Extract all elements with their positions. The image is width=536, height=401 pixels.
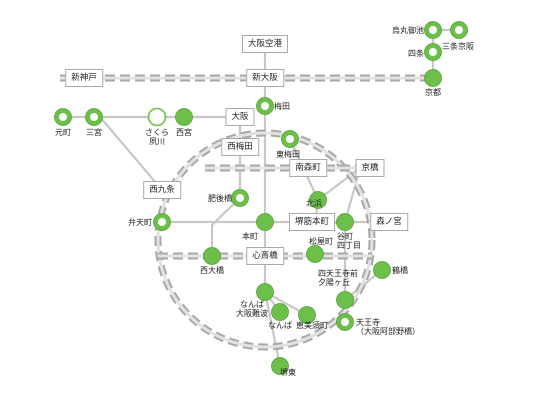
label-higashi-umeda: 東梅田 xyxy=(276,150,300,159)
station-honmachi-marker[interactable] xyxy=(256,213,274,231)
station-bentencho-marker-inner xyxy=(158,218,166,226)
label-honmachi: 本町 xyxy=(242,232,258,241)
label-sannomiya: 三宮 xyxy=(86,128,102,137)
station-tanimachi-marker[interactable] xyxy=(336,213,354,231)
station-tennoji-mae-marker[interactable] xyxy=(336,291,354,309)
label-tennoji-mae: 四天王寺前 夕陽ヶ丘 xyxy=(318,269,358,287)
label-umeda: 梅田 xyxy=(274,102,290,111)
station-ebisucho-marker[interactable] xyxy=(298,306,316,324)
station-sanjo-keihan-marker-inner xyxy=(455,26,463,34)
label-motomachi: 元町 xyxy=(55,128,71,137)
station-umeda-marker-inner xyxy=(261,102,269,110)
label-sakaihigashi: 堺東 xyxy=(280,368,296,377)
label-tanimachi: 谷町 四丁目 xyxy=(337,232,361,250)
label-nishinomiya: 西宮 xyxy=(176,128,192,137)
station-matsuyamachi-marker[interactable] xyxy=(306,245,324,263)
label-matsuyamachi: 松屋町 xyxy=(309,237,333,246)
station-kyoto-marker[interactable] xyxy=(424,69,442,87)
station-shijo-marker-inner xyxy=(429,48,437,56)
box-nishikujo[interactable]: 西九条 xyxy=(143,181,181,199)
box-osaka[interactable]: 大阪 xyxy=(225,108,255,126)
box-shinsaibashi[interactable]: 心斎橋 xyxy=(246,247,284,265)
line-osaka-nishikujo xyxy=(99,116,163,191)
station-sakura-shukugawa-marker[interactable] xyxy=(147,107,167,127)
station-nishinomiya-marker[interactable] xyxy=(175,108,193,126)
box-nishi-umeda[interactable]: 西梅田 xyxy=(221,138,259,156)
box-minamimorimachi[interactable]: 南森町 xyxy=(289,159,327,177)
station-sannomiya-marker-inner xyxy=(90,113,98,121)
station-nishi-ohashi-marker[interactable] xyxy=(203,247,221,265)
label-bentencho: 弁天町 xyxy=(128,218,152,227)
station-namba-osaka-namba-marker[interactable] xyxy=(256,283,274,301)
label-namba: なんば xyxy=(268,321,292,330)
label-kyoto: 京都 xyxy=(425,88,441,97)
station-tsuruhashi-marker[interactable] xyxy=(373,261,391,279)
label-kitahama: 北浜 xyxy=(306,199,322,208)
station-tennoji-marker-inner xyxy=(341,318,349,326)
station-karasuma-oike-marker-inner xyxy=(429,26,437,34)
line-kyobashi-tanimachi xyxy=(343,167,362,223)
label-shijo: 四条 xyxy=(408,49,424,58)
label-higobashi: 肥後橋 xyxy=(208,194,232,203)
box-shin-osaka[interactable]: 新大阪 xyxy=(246,69,284,87)
station-dots xyxy=(54,21,468,375)
label-sanjo-keihan: 三条京阪 xyxy=(442,42,474,51)
station-sakaihigashi-marker[interactable] xyxy=(271,357,289,375)
label-karasuma-oike: 烏丸御池 xyxy=(392,26,424,35)
label-sakura-shukugawa: さくら 夙川 xyxy=(145,128,169,146)
label-nishi-ohashi: 西大橋 xyxy=(200,266,224,275)
box-shin-kobe[interactable]: 新神戸 xyxy=(65,69,103,87)
label-namba-osaka-namba: なんば 大阪難波 xyxy=(236,300,268,318)
station-namba-marker[interactable] xyxy=(271,303,289,321)
line-namba-sakaihigashi xyxy=(263,291,282,367)
label-tennoji: 天王寺 （大阪阿部野橋） xyxy=(356,318,420,336)
jr-loop-line xyxy=(154,129,376,351)
station-motomachi-marker-inner xyxy=(59,113,67,121)
station-higashi-umeda-marker-inner xyxy=(286,135,294,143)
box-sakaisuji-honmachi[interactable]: 堺筋本町 xyxy=(288,213,336,231)
label-ebisucho: 恵美須町 xyxy=(296,321,328,330)
station-kitahama-marker[interactable] xyxy=(309,191,327,209)
line-higobashi-nishiohashi xyxy=(210,197,241,256)
box-kyobashi[interactable]: 京橋 xyxy=(355,159,385,177)
label-tsuruhashi: 鶴橋 xyxy=(392,266,408,275)
box-morinomiya[interactable]: 森ノ宮 xyxy=(370,213,408,231)
box-osaka-airport[interactable]: 大阪空港 xyxy=(241,35,289,53)
station-higobashi-marker-inner xyxy=(236,194,244,202)
